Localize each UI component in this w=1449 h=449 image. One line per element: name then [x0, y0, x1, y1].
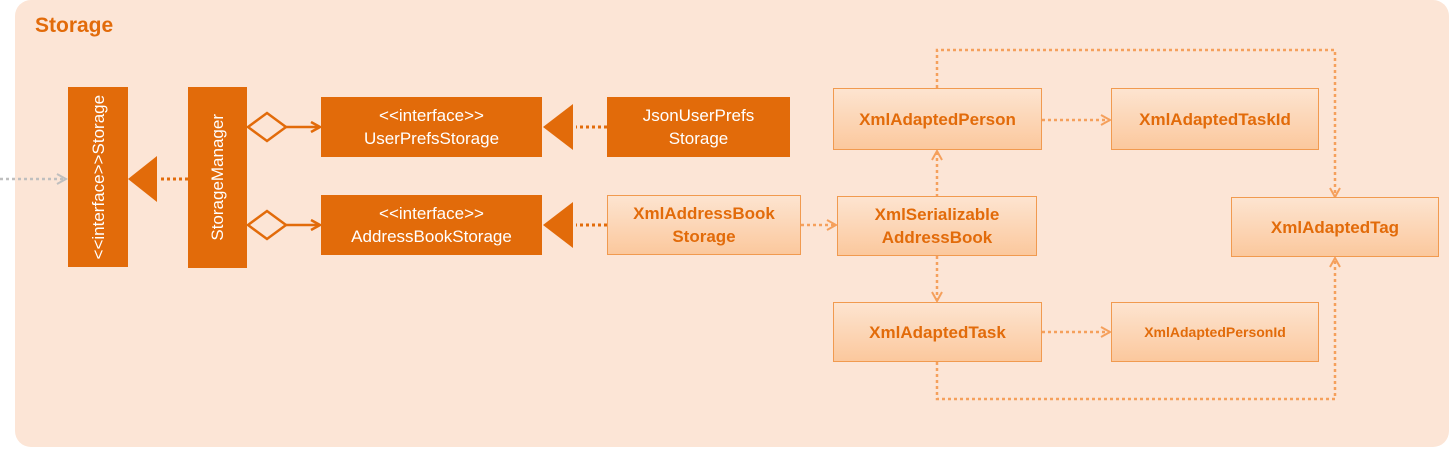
storage-manager-name: StorageManager [208, 114, 227, 241]
xml-adapted-task-box: XmlAdaptedTask [833, 302, 1042, 362]
address-book-storage-box: <<interface>> AddressBookStorage [321, 195, 542, 255]
xml-adapted-person-id-name: XmlAdaptedPersonId [1144, 323, 1286, 340]
user-prefs-storage-stereotype: <<interface>> [379, 106, 484, 125]
xml-address-book-storage-box: XmlAddressBook Storage [607, 195, 801, 255]
user-prefs-storage-box: <<interface>> UserPrefsStorage [321, 97, 542, 157]
realization-userprefs-head [543, 104, 573, 150]
xml-adapted-person-box: XmlAdaptedPerson [833, 88, 1042, 150]
xml-adapted-person-name: XmlAdaptedPerson [859, 109, 1016, 129]
xml-serializable-address-book-line1: XmlSerializable [874, 205, 1000, 224]
xml-adapted-task-id-box: XmlAdaptedTaskId [1111, 88, 1319, 150]
xml-adapted-task-name: XmlAdaptedTask [869, 322, 1006, 342]
storage-name: Storage [88, 94, 108, 155]
user-prefs-storage-name: UserPrefsStorage [363, 129, 500, 148]
xml-adapted-person-id-box: XmlAdaptedPersonId [1111, 302, 1319, 362]
dep-person-tag [935, 48, 1335, 197]
xml-adapted-task-id-name: XmlAdaptedTaskId [1139, 109, 1291, 129]
aggregation-diamond-addressbook [245, 209, 289, 241]
json-user-prefs-storage-box: JsonUserPrefs Storage [607, 97, 790, 157]
xml-address-book-storage-line2: Storage [672, 227, 736, 246]
xml-adapted-tag-name: XmlAdaptedTag [1270, 217, 1400, 237]
xml-serializable-address-book-box: XmlSerializable AddressBook [837, 196, 1037, 256]
json-user-prefs-storage-line2: Storage [668, 129, 729, 148]
address-book-storage-name: AddressBookStorage [351, 227, 512, 246]
aggregation-diamond-userprefs [245, 111, 289, 143]
xml-address-book-storage-line1: XmlAddressBook [633, 204, 775, 223]
storage-stereotype: <<interface>> [88, 154, 108, 260]
dep-task-tag [935, 258, 1335, 401]
xml-adapted-tag-box: XmlAdaptedTag [1231, 197, 1439, 257]
realization-storage-head [128, 156, 157, 202]
storage-manager-box: StorageManager [188, 87, 247, 268]
storage-interface-box: <<interface>> Storage [68, 87, 128, 267]
json-user-prefs-storage-line1: JsonUserPrefs [642, 106, 755, 125]
realization-addressbook-head [543, 202, 573, 248]
xml-serializable-address-book-line2: AddressBook [881, 228, 993, 247]
address-book-storage-stereotype: <<interface>> [379, 204, 484, 223]
package-title: Storage [35, 14, 114, 37]
